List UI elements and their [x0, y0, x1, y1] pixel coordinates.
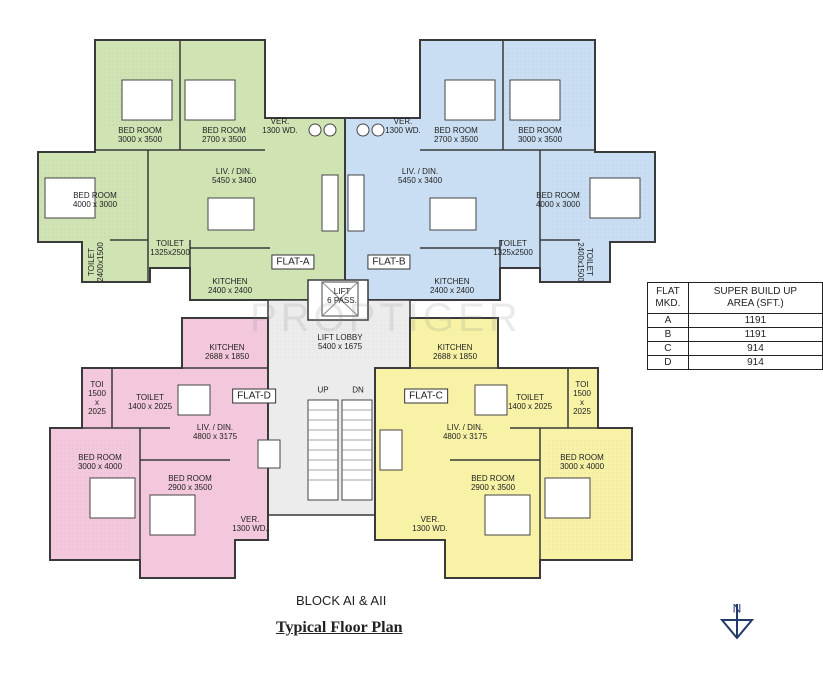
block-label: BLOCK AI & AII — [296, 593, 387, 608]
table-cell-flat: D — [647, 355, 689, 370]
flat-d-area — [49, 317, 281, 579]
room-label: VER. 1300 WD. — [232, 515, 268, 533]
stair-up-label: UP — [317, 385, 329, 395]
flat-b-area — [344, 39, 656, 301]
area-table: FLAT MKD. SUPER BUILD UP AREA (SFT.) A 1… — [647, 282, 823, 370]
flat-a-label: FLAT-A — [271, 254, 315, 270]
room-label: LIV. / DIN. 4800 x 3175 — [442, 423, 488, 441]
lift-label: LIFT 6 PASS. — [327, 287, 357, 305]
flat-d-label: FLAT-D — [232, 388, 276, 404]
room-label: TOILET 2400x1500 — [87, 242, 105, 282]
table-cell-area: 1191 — [687, 313, 823, 328]
table-header-flat: FLAT MKD. — [647, 282, 689, 314]
room-label: BED ROOM 3000 x 4000 — [559, 453, 605, 471]
north-label: N — [732, 601, 742, 616]
room-label: BED ROOM 2900 x 3500 — [470, 474, 516, 492]
table-cell-flat: A — [647, 313, 689, 328]
table-cell-flat: C — [647, 341, 689, 356]
table-row: A 1191 — [647, 313, 823, 328]
room-label: BED ROOM 3000 x 4000 — [77, 453, 123, 471]
room-label: TOI 1500 x 2025 — [88, 380, 106, 416]
table-row: B 1191 — [647, 327, 823, 342]
room-label: BED ROOM 2700 x 3500 — [433, 126, 479, 144]
watermark: PROPTIGER — [250, 296, 522, 340]
lobby-label: LIFT LOBBY 5400 x 1675 — [317, 333, 363, 351]
room-label: TOILET 2400x1500 — [576, 242, 594, 282]
table-cell-area: 914 — [687, 341, 823, 356]
room-label: VER. 1300 WD. — [385, 117, 421, 135]
room-label: KITCHEN 2400 x 2400 — [207, 277, 253, 295]
room-label: VER. 1300 WD. — [412, 515, 448, 533]
room-label: TOILET 1400 x 2025 — [507, 393, 553, 411]
table-cell-area: 1191 — [687, 327, 823, 342]
room-label: LIV. / DIN. 5450 x 3400 — [397, 167, 443, 185]
flat-b-label: FLAT-B — [367, 254, 411, 270]
table-row: C 914 — [647, 341, 823, 356]
room-label: BED ROOM 3000 x 3500 — [117, 126, 163, 144]
flat-c-area — [374, 317, 633, 579]
room-label: KITCHEN 2688 x 1850 — [204, 343, 250, 361]
room-label: LIV. / DIN. 5450 x 3400 — [211, 167, 257, 185]
page-title: Typical Floor Plan — [276, 619, 403, 636]
north-arrow-icon — [719, 604, 755, 640]
room-label: KITCHEN 2400 x 2400 — [429, 277, 475, 295]
room-label: BED ROOM 4000 x 3000 — [535, 191, 581, 209]
room-label: TOILET 1325x2500 — [493, 239, 533, 257]
room-label: TOI 1500 x 2025 — [573, 380, 591, 416]
room-label: LIV. / DIN. 4800 x 3175 — [192, 423, 238, 441]
stair-down-label: DN — [352, 385, 364, 395]
table-header-row: FLAT MKD. SUPER BUILD UP AREA (SFT.) — [647, 282, 823, 314]
room-label: BED ROOM 2700 x 3500 — [201, 126, 247, 144]
table-row: D 914 — [647, 355, 823, 370]
flat-a-area — [37, 39, 346, 301]
room-label: BED ROOM 4000 x 3000 — [72, 191, 118, 209]
room-label: TOILET 1325x2500 — [150, 239, 190, 257]
table-header-area: SUPER BUILD UP AREA (SFT.) — [687, 282, 823, 314]
table-cell-flat: B — [647, 327, 689, 342]
room-label: BED ROOM 2900 x 3500 — [167, 474, 213, 492]
flat-c-label: FLAT-C — [404, 388, 448, 404]
table-cell-area: 914 — [687, 355, 823, 370]
room-label: BED ROOM 3000 x 3500 — [517, 126, 563, 144]
room-label: KITCHEN 2688 x 1850 — [432, 343, 478, 361]
room-label: VER. 1300 WD. — [262, 117, 298, 135]
room-label: TOILET 1400 x 2025 — [127, 393, 173, 411]
